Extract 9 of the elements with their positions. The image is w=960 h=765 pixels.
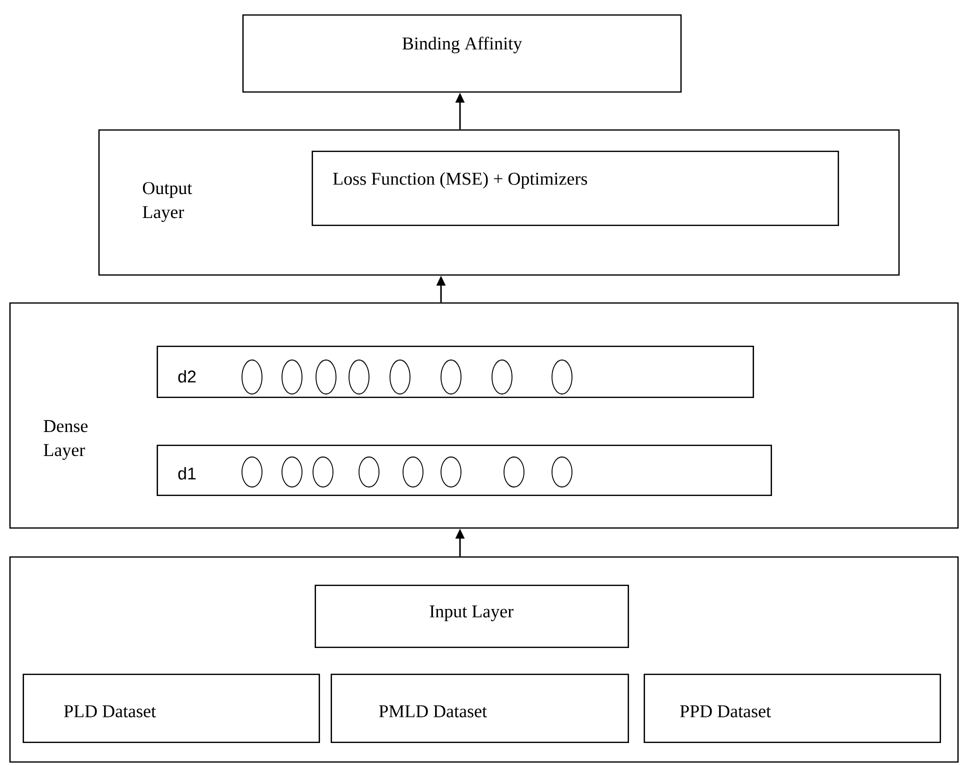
process-box: Binding Affinity [242, 14, 682, 93]
process-box: Input Layer [314, 584, 629, 648]
dense-row: d1 [156, 444, 772, 496]
process-box: Loss Function (MSE) + Optimizers [312, 150, 840, 226]
dense-row: d2 [156, 346, 754, 398]
process-box: PLD Dataset [22, 674, 320, 743]
process-box: PPD Dataset [644, 674, 942, 743]
layer-box [9, 556, 959, 763]
process-box: PMLD Dataset [330, 674, 629, 743]
